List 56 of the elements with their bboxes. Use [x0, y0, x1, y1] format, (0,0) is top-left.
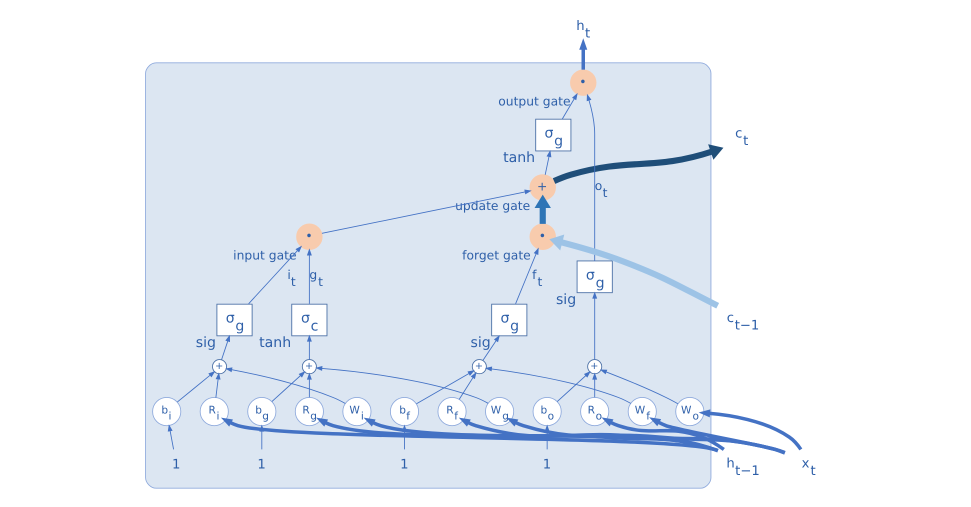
arrow	[698, 409, 802, 450]
arrow	[534, 194, 551, 224]
arrow	[592, 372, 598, 398]
arrow	[458, 372, 477, 400]
arrow	[506, 418, 786, 454]
node-label: forget gate	[462, 248, 531, 262]
arrow	[306, 334, 312, 360]
arrow	[482, 334, 500, 361]
node-circle: •	[570, 69, 596, 96]
arrow	[600, 369, 678, 404]
arrow	[515, 247, 539, 304]
node-label: tanh	[503, 150, 536, 166]
arrow	[416, 370, 475, 404]
arrow	[556, 371, 591, 402]
arrow	[458, 418, 718, 452]
arrow	[315, 366, 489, 404]
arrow	[306, 372, 312, 398]
node-circle: +	[587, 359, 602, 374]
node-circle: +	[212, 359, 228, 374]
arrow	[484, 366, 632, 404]
node-text: 1	[542, 457, 552, 472]
node-label: output gate	[498, 94, 571, 108]
arrow	[601, 417, 725, 451]
arrow	[248, 246, 302, 304]
node-circle: •	[296, 224, 323, 250]
arrow	[562, 92, 578, 120]
arrow	[649, 417, 786, 455]
arrow	[592, 292, 598, 360]
node-label: tanh	[259, 335, 292, 352]
arrow	[215, 372, 221, 398]
node-text: 1	[172, 457, 180, 472]
arrow	[364, 418, 786, 454]
node-label: sig	[196, 335, 216, 352]
arrow	[220, 418, 718, 452]
arrow	[221, 334, 230, 360]
arrow	[316, 418, 718, 452]
node-label: sig	[556, 292, 576, 308]
node-circle: •	[530, 224, 556, 250]
arrow	[168, 424, 174, 450]
node-circle: +	[530, 174, 556, 201]
arrow	[552, 144, 724, 184]
arrow	[549, 234, 720, 309]
arrow	[176, 370, 216, 402]
node-text: 1	[257, 457, 266, 472]
node-label: sig	[470, 335, 491, 352]
node-circle: +	[302, 359, 317, 374]
arrow	[225, 367, 346, 404]
arrow	[306, 248, 312, 304]
node-label: update gate	[455, 199, 530, 214]
arrow	[586, 94, 596, 262]
arrow	[544, 150, 552, 176]
node-circle: +	[472, 359, 487, 374]
arrow	[579, 38, 588, 70]
arrow	[321, 190, 532, 234]
node-text: 1	[400, 457, 408, 472]
arrow	[271, 371, 306, 402]
